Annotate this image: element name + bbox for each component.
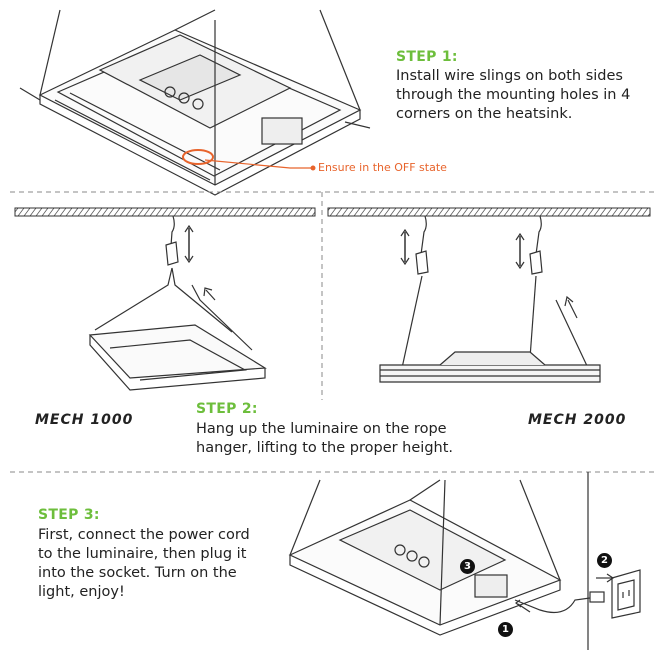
step3-line: into the socket. Turn on the: [38, 565, 237, 581]
model-label-mech1000: MECH 1000: [35, 412, 134, 428]
ceiling-right: [327, 207, 651, 217]
callout-dot: [310, 165, 316, 171]
power-switch-highlight: [182, 149, 214, 165]
step2-line: Hang up the luminaire on the rope: [196, 421, 447, 437]
step3-line: First, connect the power cord: [38, 527, 250, 543]
step1-line: through the mounting holes in 4: [396, 87, 631, 103]
step1-description: Install wire slings on both sides throug…: [396, 67, 656, 124]
step2-line: hanger, lifting to the proper height.: [196, 440, 454, 456]
step1-line: corners on the heatsink.: [396, 106, 573, 122]
step3-fixture: [288, 479, 605, 636]
step2-description: Hang up the luminaire on the rope hanger…: [196, 420, 476, 458]
wall-socket-icon: [611, 569, 641, 619]
step2-title: STEP 2:: [196, 401, 258, 417]
step3-line: to the luminaire, then plug it: [38, 546, 247, 562]
step1-line: Install wire slings on both sides: [396, 68, 623, 84]
step-badge-1: 1: [498, 622, 513, 637]
plug-arrow-head: [606, 573, 615, 583]
step3-description: First, connect the power cord to the lum…: [38, 526, 278, 602]
ceiling-left: [14, 207, 316, 217]
step-badge-2: 2: [597, 553, 612, 568]
callout-leader: [204, 159, 312, 169]
mech2000-hanging: [379, 215, 601, 383]
cord-arrow: [517, 603, 531, 613]
step3-line: light, enjoy!: [38, 584, 125, 600]
model-label-mech2000: MECH 2000: [528, 412, 627, 428]
cord-arrow-head: [515, 599, 522, 608]
step1-title: STEP 1:: [396, 49, 458, 65]
off-state-callout: Ensure in the OFF state: [318, 161, 447, 174]
mech1000-hanging: [88, 215, 267, 391]
step1-fixture: [19, 9, 371, 196]
step3-title: STEP 3:: [38, 507, 100, 523]
step-badge-3: 3: [460, 559, 475, 574]
